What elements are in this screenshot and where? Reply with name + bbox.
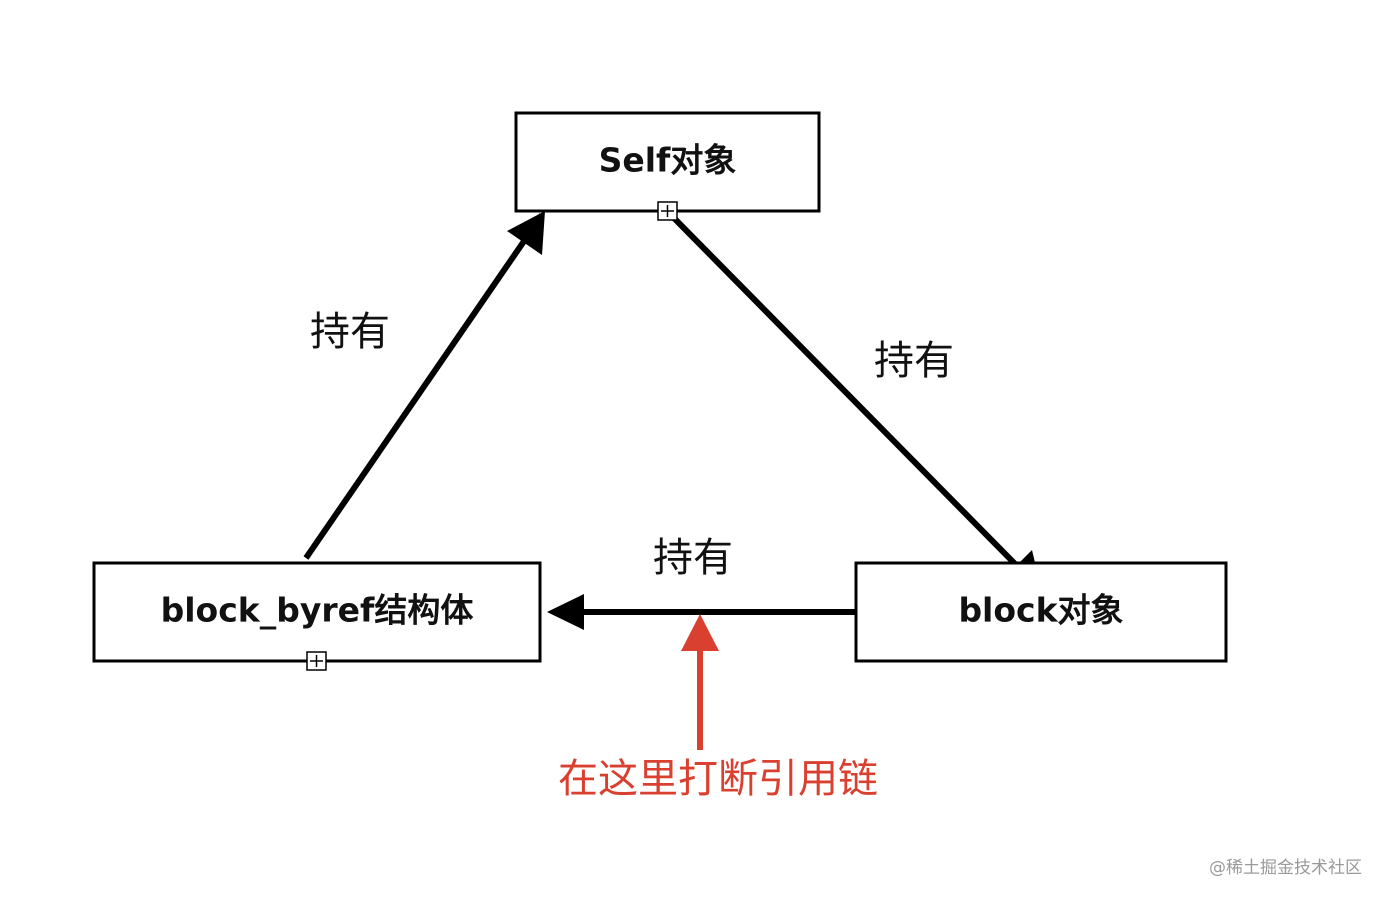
node-block-object-box <box>854 561 1228 663</box>
node-block-byref-box <box>92 561 542 663</box>
edge-block-to-byref <box>547 594 856 630</box>
edge-byref-to-self-arrowhead <box>507 211 545 255</box>
edge-byref-to-self-line <box>303 213 545 560</box>
break-arrow-arrowhead <box>681 614 719 651</box>
node-self-object[interactable]: Self对象 <box>514 111 821 221</box>
edge-self-to-block-line <box>665 209 1027 576</box>
edge-block-to-byref-arrowhead <box>547 594 584 630</box>
node-block-object[interactable]: block对象 <box>854 561 1228 663</box>
node-block-object-label: block对象 <box>958 591 1123 630</box>
expand-icon[interactable] <box>657 201 678 221</box>
break-annotation-arrow <box>681 614 719 750</box>
edge-self-to-block <box>665 209 1041 588</box>
edge-byref-to-self <box>303 211 545 560</box>
node-self-object-box <box>514 111 821 213</box>
node-block-byref-label: block_byref结构体 <box>161 591 474 630</box>
expand-icon[interactable] <box>306 651 327 671</box>
watermark: @稀土掘金技术社区 <box>1209 858 1362 878</box>
edge-label-block-to-byref: 持有 <box>653 535 733 581</box>
edge-label-self-to-block: 持有 <box>874 338 954 384</box>
node-self-object-label: Self对象 <box>599 141 737 180</box>
node-block-byref[interactable]: block_byref结构体 <box>92 561 542 671</box>
break-annotation-text: 在这里打断引用链 <box>558 756 878 802</box>
edge-label-byref-to-self: 持有 <box>310 309 390 355</box>
